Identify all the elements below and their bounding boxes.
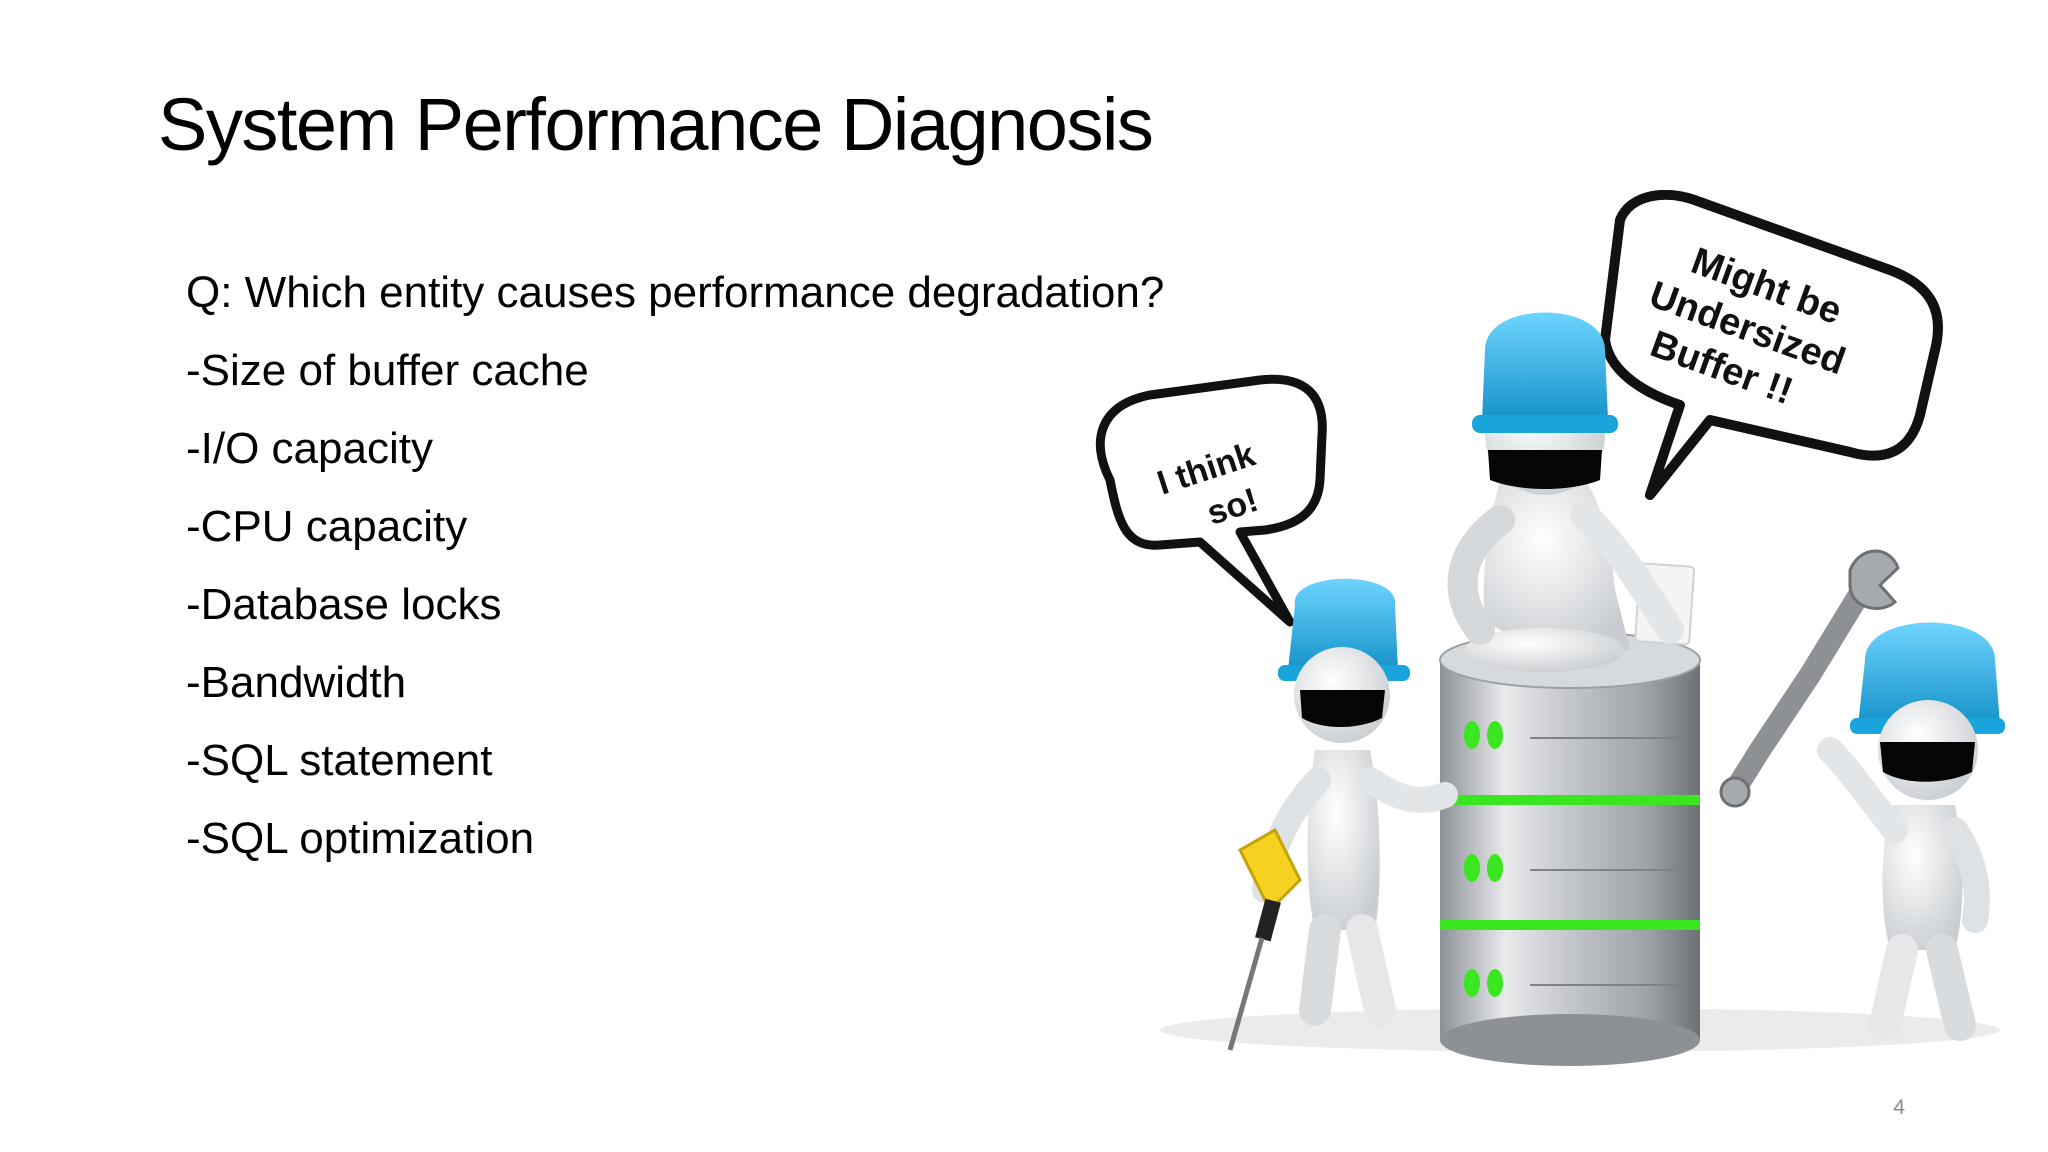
hard-hat-icon	[1288, 578, 1398, 670]
list-item: -SQL optimization	[186, 814, 535, 863]
engineers-database-illustration: I think so! Might be Undersized Buffer !…	[1095, 190, 2005, 1066]
question-text: Q: Which entity causes performance degra…	[186, 268, 1165, 317]
speech-bubble-icon: Might be Undersized Buffer !!	[1600, 190, 1943, 500]
engineer-figure-left	[1227, 578, 1458, 1051]
svg-text:I think so!: I think so!	[1153, 433, 1283, 545]
list-item: -Size of buffer cache	[186, 346, 589, 395]
slide-title: System Performance Diagnosis	[158, 83, 1154, 166]
drill-icon	[1227, 827, 1302, 1051]
database-server-icon	[1439, 631, 1701, 1066]
list-item: -Database locks	[186, 580, 502, 629]
hard-hat-icon	[1482, 312, 1608, 420]
list-item: -I/O capacity	[186, 424, 433, 473]
list-item: -Bandwidth	[186, 658, 407, 707]
engineer-figure-top	[1447, 312, 1696, 672]
list-item: -SQL statement	[186, 736, 493, 785]
wrench-icon	[1719, 549, 1900, 808]
engineer-figure-right	[1719, 549, 2005, 1041]
hard-hat-icon	[1858, 622, 2000, 725]
page-number: 4	[1893, 1096, 1905, 1119]
list-item: -CPU capacity	[186, 502, 468, 551]
content-list: Q: Which entity causes performance degra…	[186, 254, 1164, 878]
speech-bubble-icon: I think so!	[1095, 374, 1327, 627]
